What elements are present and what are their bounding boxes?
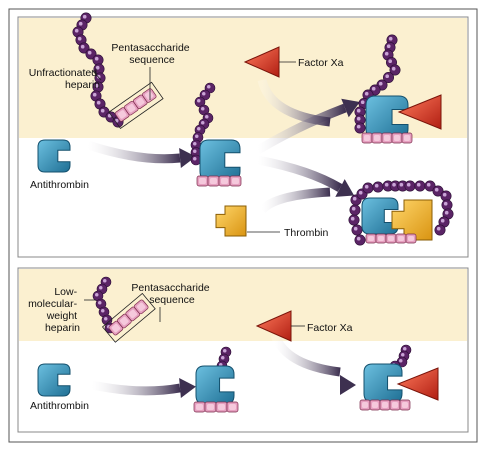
- label-pentasaccharide-top: Pentasaccharide sequence: [111, 42, 192, 66]
- label-thrombin: Thrombin: [284, 227, 329, 239]
- thrombin-free: [215, 205, 247, 237]
- label-pentasaccharide-bottom: Pentasaccharide sequence: [131, 282, 212, 306]
- background-band: [19, 269, 467, 341]
- arrowhead-top-3: [335, 179, 355, 197]
- thrombin-bound: [391, 199, 433, 241]
- arrowhead-bottom-2: [340, 375, 356, 395]
- arrowhead-bottom-1: [179, 378, 196, 398]
- pentasaccharide-xa-complex-top: [361, 132, 413, 144]
- labels: Unfractionated heparin Pentasaccharide s…: [28, 42, 353, 412]
- arrowhead-top-2: [341, 98, 360, 118]
- pentasaccharide-bottom: [101, 292, 156, 343]
- arrow-top-xa: [257, 78, 331, 127]
- heparin-chain-complex-top: [190, 82, 216, 166]
- pentasaccharide-xa-complex-bottom: [359, 399, 411, 411]
- arrow-top-3: [257, 155, 343, 192]
- pentasaccharide-thrombin-complex: [365, 233, 417, 244]
- callout-heparin-top: [91, 69, 102, 81]
- arrow-bottom-1: [91, 380, 181, 396]
- pentasaccharide-complex-top: [196, 175, 242, 187]
- arrowhead-top-1: [179, 148, 196, 168]
- antithrombin-top: [37, 139, 71, 173]
- label-antithrombin-bottom: Antithrombin: [30, 400, 89, 412]
- label-factor-xa-bottom: Factor Xa: [307, 322, 353, 334]
- arrow-top-2: [255, 103, 347, 154]
- factor-xa-bound-bottom: [396, 367, 439, 401]
- pentasaccharide-top: [108, 81, 164, 130]
- antithrombin-bottom: [37, 363, 71, 397]
- label-factor-xa-top: Factor Xa: [298, 57, 344, 69]
- arrow-top-th: [258, 187, 331, 214]
- factor-xa-bound-top: [397, 94, 442, 130]
- heparin-chain-thrombin-complex: [348, 180, 454, 246]
- outer-frame: [8, 8, 478, 443]
- arrow-bottom-xa: [270, 333, 341, 377]
- shapes: [37, 12, 454, 413]
- pentasaccharide-complex-bottom: [193, 401, 239, 413]
- label-lmw-heparin: Low- molecular- weight heparin: [28, 286, 80, 334]
- label-antithrombin-top: Antithrombin: [30, 179, 89, 191]
- arrows: [86, 78, 360, 398]
- label-unfractionated-heparin: Unfractionated heparin: [29, 67, 100, 91]
- arrow-top-1: [86, 140, 181, 164]
